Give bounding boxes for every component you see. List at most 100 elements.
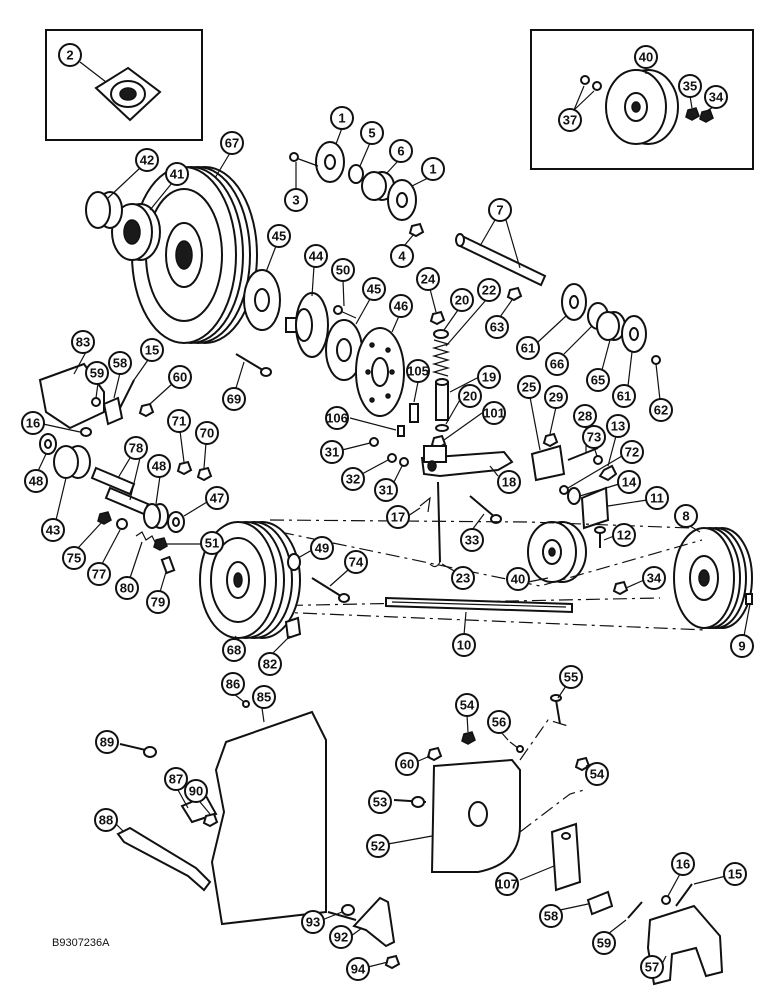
callout-circle xyxy=(24,469,48,493)
callout-circle xyxy=(95,730,119,754)
callout-circle xyxy=(674,504,698,528)
callout-20: 20 xyxy=(458,384,482,408)
nut-94-part xyxy=(367,954,401,970)
callout-15: 15 xyxy=(723,862,747,886)
callout-107: 107 xyxy=(495,872,519,896)
callout-35: 35 xyxy=(678,74,702,98)
callout-67: 67 xyxy=(220,131,244,155)
nut-29-part xyxy=(542,406,559,448)
bolt-15-part xyxy=(119,359,149,409)
callout-9: 9 xyxy=(730,634,754,658)
callout-circle xyxy=(304,244,328,268)
callout-number: 58 xyxy=(544,909,558,924)
hub-41-part xyxy=(111,182,173,261)
callout-circle xyxy=(704,85,728,109)
callout-number: 23 xyxy=(456,571,470,586)
callout-circle xyxy=(645,486,669,510)
plate-58-part xyxy=(102,372,124,426)
callout-number: 52 xyxy=(371,839,385,854)
callout-number: 28 xyxy=(578,409,592,424)
nut-54-part xyxy=(461,714,476,745)
bolt-93-part xyxy=(321,904,357,921)
callout-49: 49 xyxy=(310,536,334,560)
callout-circle xyxy=(71,330,95,354)
callout-circle xyxy=(592,931,616,955)
callout-45: 45 xyxy=(267,224,291,248)
callout-50: 50 xyxy=(331,258,355,282)
callout-circle xyxy=(284,188,308,212)
callout-circle xyxy=(389,294,413,318)
callout-number: 94 xyxy=(351,962,366,977)
callout-circle xyxy=(544,385,568,409)
callout-circle xyxy=(366,834,390,858)
callout-106: 106 xyxy=(325,406,349,430)
sleeve-19-part xyxy=(435,376,480,421)
callout-53: 53 xyxy=(368,790,392,814)
callout-79: 79 xyxy=(146,590,170,614)
callout-circle xyxy=(559,665,583,689)
washers-31-32-part xyxy=(341,437,409,483)
callout-78: 78 xyxy=(124,436,148,460)
callout-number: 42 xyxy=(140,153,154,168)
callout-72: 72 xyxy=(620,440,644,464)
callout-number: 55 xyxy=(564,670,578,685)
callout-circle xyxy=(506,567,530,591)
callout-circle xyxy=(85,361,109,385)
inset-idler-pulley-part xyxy=(573,67,715,145)
callout-circle xyxy=(642,566,666,590)
callout-number: 5 xyxy=(368,126,375,141)
callout-number: 46 xyxy=(394,299,408,314)
callout-number: 16 xyxy=(676,857,690,872)
washer-45b-part xyxy=(325,298,371,381)
callout-number: 40 xyxy=(639,50,653,65)
callout-number: 101 xyxy=(483,406,505,421)
callout-number: 80 xyxy=(120,581,134,596)
callout-105: 105 xyxy=(406,359,430,383)
spring-22-part xyxy=(431,299,487,377)
callout-number: 51 xyxy=(205,536,219,551)
callout-number: 71 xyxy=(172,414,186,429)
rod-23-part xyxy=(429,481,457,573)
callout-number: 7 xyxy=(496,203,503,218)
callout-48: 48 xyxy=(147,454,171,478)
callout-51: 51 xyxy=(200,531,224,555)
callout-54: 54 xyxy=(455,693,479,717)
pin-56-part xyxy=(500,731,524,753)
inset-box-left xyxy=(45,29,203,141)
shield-85-part xyxy=(210,707,327,926)
drawing-code: B9307236A xyxy=(52,937,110,949)
flange-61b-part xyxy=(621,315,647,387)
spacer-5-part xyxy=(348,142,371,184)
shaft-7-part xyxy=(455,219,547,287)
callout-number: 2 xyxy=(66,48,73,63)
callout-circle xyxy=(58,43,82,67)
callout-circle xyxy=(267,224,291,248)
callout-circle xyxy=(617,470,641,494)
callout-number: 1 xyxy=(429,162,436,177)
callout-22: 22 xyxy=(477,278,501,302)
callout-45: 45 xyxy=(362,277,386,301)
callout-12: 12 xyxy=(612,523,636,547)
inset-box-right xyxy=(530,29,754,170)
callout-number: 24 xyxy=(421,272,436,287)
callout-number: 87 xyxy=(169,772,183,787)
callout-circle xyxy=(730,634,754,658)
callout-number: 106 xyxy=(326,411,348,426)
callout-number: 15 xyxy=(145,343,159,358)
callout-40: 40 xyxy=(634,45,658,69)
callout-circle xyxy=(487,710,511,734)
callout-34: 34 xyxy=(704,85,728,109)
callout-number: 54 xyxy=(460,698,475,713)
washer-47-part xyxy=(167,501,208,533)
bushing-43-part xyxy=(53,445,91,521)
callout-number: 6 xyxy=(397,144,404,159)
callout-83: 83 xyxy=(71,330,95,354)
callout-number: 45 xyxy=(272,229,286,244)
callout-7: 7 xyxy=(488,198,512,222)
callout-circle xyxy=(406,359,430,383)
callout-circle xyxy=(545,352,569,376)
callout-61: 61 xyxy=(516,336,540,360)
callout-circle xyxy=(124,436,148,460)
callout-circle xyxy=(539,904,563,928)
callout-number: 63 xyxy=(490,320,504,335)
